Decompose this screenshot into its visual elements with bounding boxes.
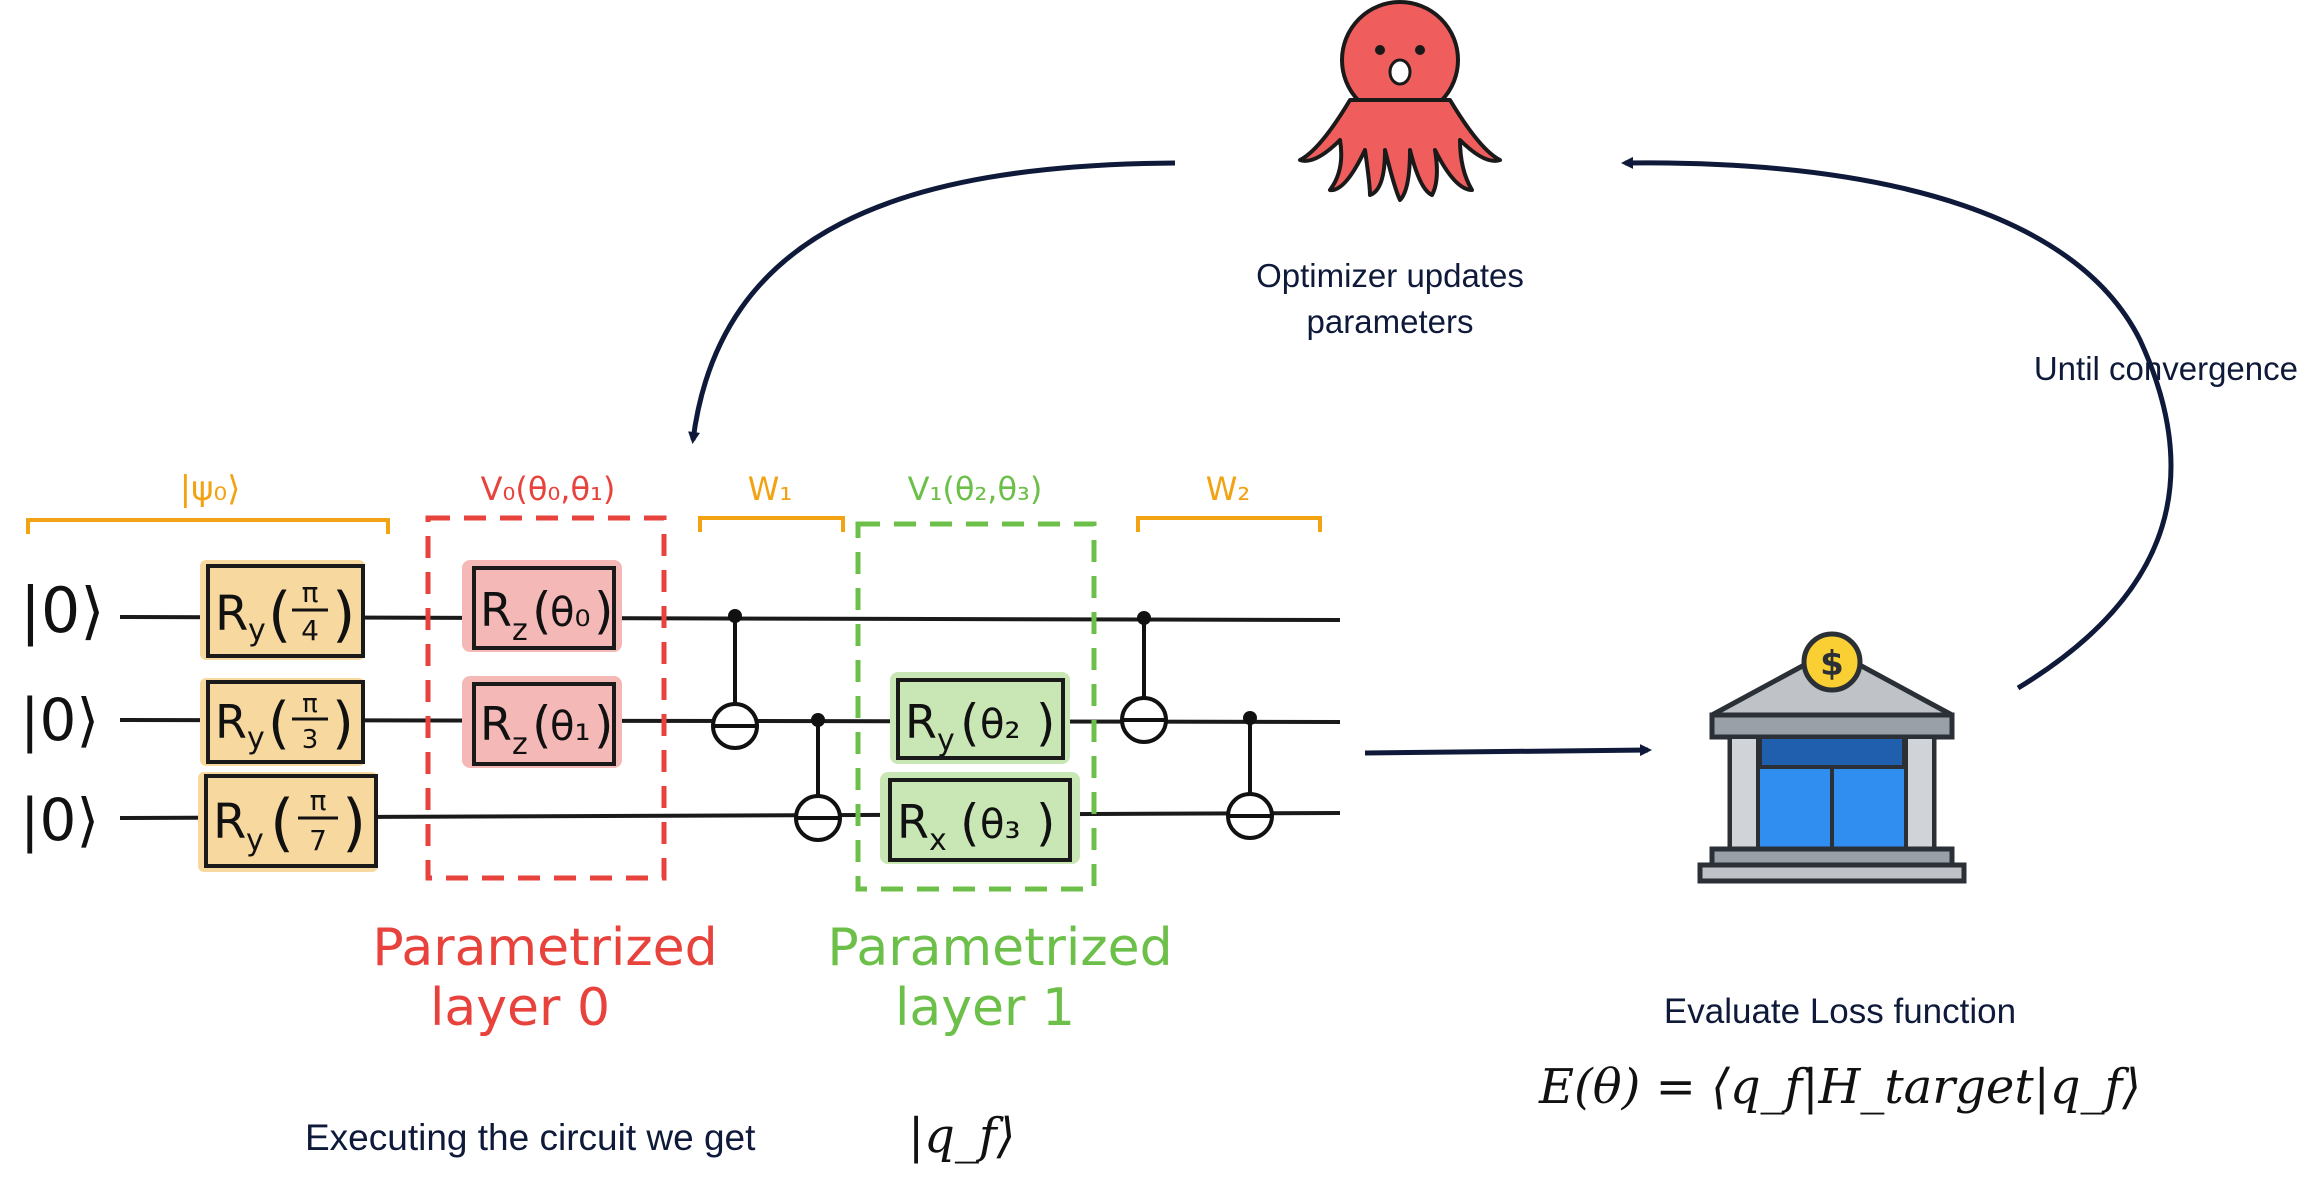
ry-gate-2-sub: y	[246, 823, 264, 858]
rz-gate-1-arg: θ₁	[550, 704, 591, 750]
layer1-gate-1-sub: x	[929, 823, 947, 858]
layer1-label-line1: Parametrized	[827, 918, 1172, 978]
layer1-gate-0-op: R	[905, 695, 937, 749]
layer0-label-line1: Parametrized	[372, 918, 717, 978]
optimizer-line1: Optimizer updates	[1256, 257, 1524, 294]
ry-gate-1-den: 3	[302, 725, 319, 755]
ry-gate-2-op: R	[213, 794, 246, 850]
execute-label: Executing the circuit we get	[305, 1117, 756, 1158]
layer1-label-line2: layer 1	[895, 978, 1075, 1038]
ry-gate-1-op: R	[215, 695, 247, 749]
layer1-gate-1: R x ( θ₃ )	[880, 772, 1080, 864]
layer1-box	[855, 521, 1097, 892]
ry-gate-0-op: R	[215, 586, 248, 642]
circuit-to-loss-arrow	[1364, 744, 1652, 757]
rz-gate-1-sub: z	[512, 727, 528, 762]
ry-gate-1-num: π	[302, 689, 318, 719]
ry-gate-1-rparen: )	[332, 691, 354, 756]
rz-gate-0-op: R	[480, 583, 512, 637]
rz-gate-1-lparen: (	[532, 696, 552, 754]
layer0-label-line2: layer 0	[430, 978, 610, 1038]
ry-gate-0: R y ( π 4 )	[200, 560, 365, 660]
bracket-w1-label: W₁	[748, 470, 792, 508]
rz-gate-1-op: R	[480, 697, 512, 751]
bracket-psi0	[26, 518, 390, 534]
ry-gate-1-sub: y	[247, 721, 265, 756]
ry-gate-2-lparen: (	[270, 786, 294, 859]
rz-gate-1-rparen: )	[594, 696, 614, 754]
layer1-gate-0-arg: θ₂	[980, 702, 1021, 748]
loss-formula: E(θ) = ⟨q_f|H_target|q_f⟩	[1538, 1059, 2141, 1115]
rz-gate-0-sub: z	[512, 613, 528, 648]
bracket-psi0-label: |ψ₀⟩	[180, 469, 241, 509]
ry-gate-0-den: 4	[301, 614, 319, 647]
bracket-v1-label: V₁(θ₂,θ₃)	[908, 470, 1043, 508]
ket-0: |0⟩	[20, 574, 105, 648]
bank-icon: $	[1697, 631, 1967, 884]
cnot-gate-2	[1120, 611, 1168, 744]
layer1-gate-0-lparen: (	[960, 694, 980, 752]
ry-gate-0-sub: y	[248, 613, 266, 648]
rz-gate-0-lparen: (	[532, 582, 552, 640]
ry-gate-1: R y ( π 3 )	[200, 678, 365, 766]
ry-gate-0-rparen: )	[332, 580, 355, 650]
bracket-w2	[1136, 516, 1322, 532]
ry-gate-2-num: π	[310, 784, 327, 817]
convergence-arrow	[1621, 156, 2174, 691]
rz-gate-0-arg: θ₀	[550, 590, 591, 636]
svg-text:$: $	[1820, 644, 1844, 684]
layer1-gate-1-arg: θ₃	[980, 802, 1021, 848]
rz-gate-0-rparen: )	[594, 582, 614, 640]
bracket-w1	[698, 516, 845, 532]
rz-gate-1: R z ( θ₁ )	[462, 676, 622, 768]
layer1-gate-0-sub: y	[937, 723, 955, 758]
ket-2: |0⟩	[20, 786, 99, 854]
ket-1: |0⟩	[20, 686, 99, 754]
bracket-v0-label: V₀(θ₀,θ₁)	[481, 470, 616, 508]
convergence-label: Until convergence	[2034, 350, 2298, 387]
execute-state: |q_f⟩	[908, 1108, 1015, 1164]
octopus-icon	[1298, 0, 1502, 202]
ry-gate-0-lparen: (	[268, 580, 291, 650]
ry-gate-2-rparen: )	[342, 786, 366, 859]
layer1-gate-0-rparen: )	[1036, 694, 1056, 752]
optimizer-to-circuit-arrow	[688, 160, 1176, 444]
bracket-w2-label: W₂	[1206, 470, 1250, 508]
ry-gate-2-den: 7	[309, 824, 327, 857]
cnot-gate-3	[1226, 711, 1274, 840]
layer1-gate-0: R y ( θ₂ )	[890, 672, 1070, 764]
layer1-gate-1-lparen: (	[960, 794, 980, 852]
coin-icon	[1801, 631, 1863, 693]
ry-gate-2: R y ( π 7 )	[198, 772, 378, 872]
ry-gate-0-num: π	[302, 576, 319, 609]
loss-title: Evaluate Loss function	[1664, 992, 2016, 1031]
layer1-gate-1-op: R	[897, 795, 929, 849]
rz-gate-0: R z ( θ₀ )	[462, 560, 622, 652]
cnot-gate-0	[711, 609, 759, 750]
quantum-circuit: |0⟩ |0⟩ |0⟩ |ψ₀⟩ R y ( π 4 ) R y ( π 3 )	[20, 469, 1341, 1038]
optimizer-line2: parameters	[1307, 303, 1474, 340]
cnot-gate-1	[794, 713, 842, 842]
ry-gate-1-lparen: (	[268, 691, 290, 756]
layer1-gate-1-rparen: )	[1036, 794, 1056, 852]
layer0-box	[425, 515, 667, 881]
